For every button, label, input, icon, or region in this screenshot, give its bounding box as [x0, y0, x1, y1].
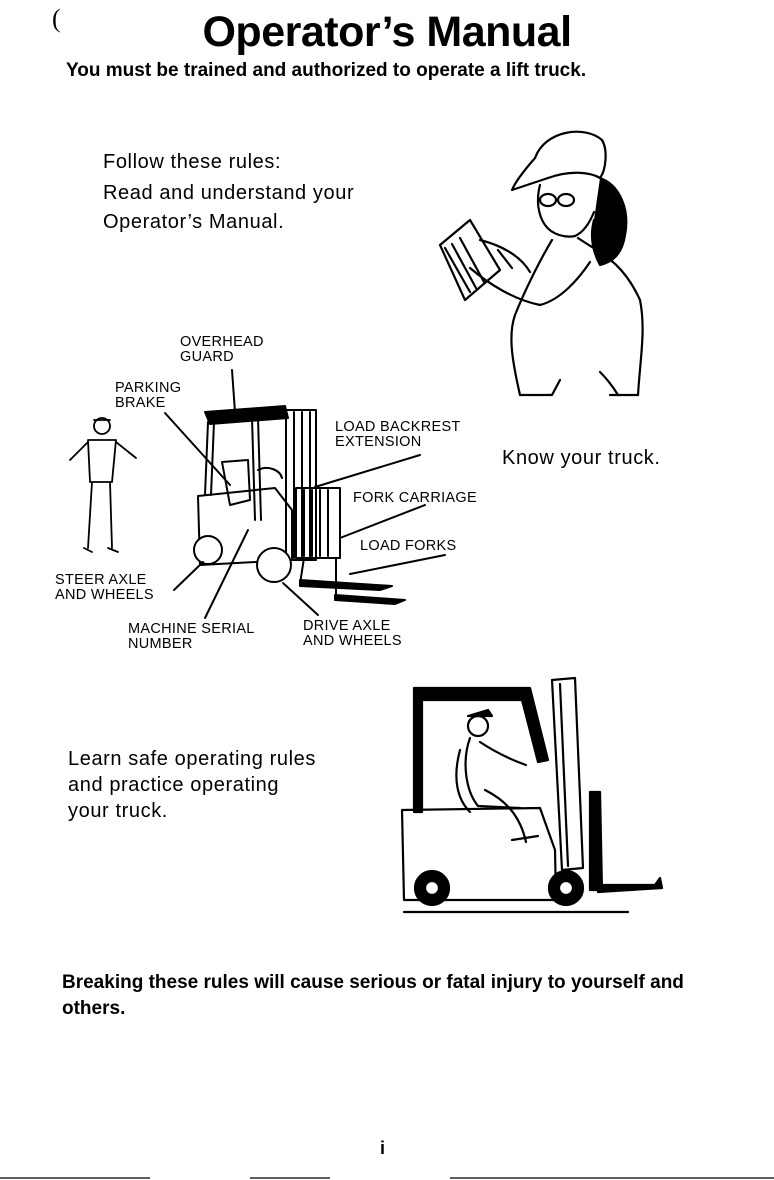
label-parking-brake-line-2: BRAKE — [115, 395, 166, 411]
safety-warning: Breaking these rules will cause serious … — [62, 972, 684, 1019]
paren-mark: ( — [52, 4, 61, 33]
label-overhead-guard: OVERHEAD GUARD — [180, 335, 264, 365]
rules-intro: Follow these rules: — [103, 151, 282, 173]
rule-learn-line-3: your truck. — [68, 800, 168, 822]
label-machine-serial-line-2: NUMBER — [128, 636, 193, 652]
label-load-forks: LOAD FORKS — [360, 538, 457, 554]
label-steer-axle: STEER AXLE AND WHEELS — [55, 573, 154, 603]
page-subtitle: You must be trained and authorized to op… — [66, 60, 587, 81]
label-machine-serial: MACHINE SERIAL NUMBER — [128, 622, 255, 652]
label-steer-axle-line-1: STEER AXLE — [55, 572, 147, 588]
page-number: i — [380, 1138, 386, 1158]
label-drive-axle: DRIVE AXLE AND WHEELS — [303, 619, 402, 649]
rule-read-line-1: Read and understand your — [103, 182, 355, 204]
label-fork-carriage: FORK CARRIAGE — [353, 490, 477, 506]
label-load-backrest-line-2: EXTENSION — [335, 434, 422, 450]
rules-block: Follow these rules: Read and understand … — [103, 148, 354, 237]
label-drive-axle-line-1: DRIVE AXLE — [303, 618, 391, 634]
label-parking-brake-line-1: PARKING — [115, 380, 182, 396]
rule-learn-line-2: and practice operating — [68, 774, 280, 796]
label-steer-axle-line-2: AND WHEELS — [55, 587, 154, 603]
label-overhead-guard-line-1: OVERHEAD — [180, 334, 264, 350]
label-load-backrest-line-1: LOAD BACKREST — [335, 419, 461, 435]
rule-know-truck: Know your truck. — [502, 447, 661, 469]
page-title: Operator’s Manual — [202, 8, 572, 56]
rule-learn-block: Learn safe operating rules and practice … — [68, 746, 316, 824]
rule-learn-line-1: Learn safe operating rules — [68, 748, 316, 770]
label-parking-brake: PARKING BRAKE — [115, 381, 181, 411]
label-machine-serial-line-1: MACHINE SERIAL — [128, 621, 255, 637]
label-overhead-guard-line-2: GUARD — [180, 349, 234, 365]
rule-read-line-2: Operator’s Manual. — [103, 211, 285, 233]
label-load-backrest: LOAD BACKREST EXTENSION — [335, 420, 461, 450]
label-drive-axle-line-2: AND WHEELS — [303, 633, 402, 649]
